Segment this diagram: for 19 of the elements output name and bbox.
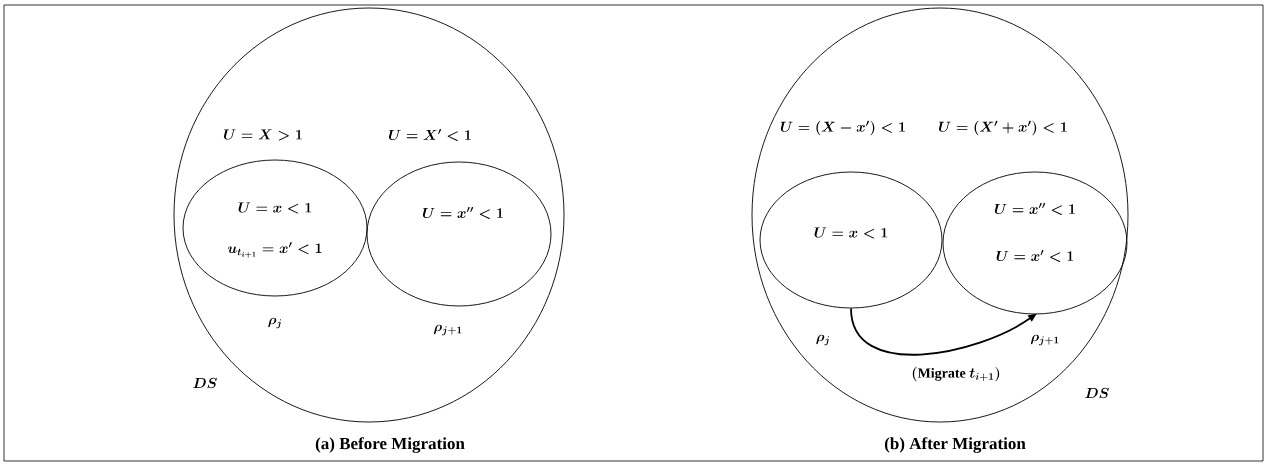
set-name: $\rho_{j}$: [268, 317, 281, 329]
utilization-formula: $U = X' < 1$: [389, 128, 471, 141]
utilization-formula: $U = x'' < 1$: [994, 202, 1075, 215]
utilization-formula: $U = (X' + x') < 1$: [939, 120, 1067, 136]
utilization-formula: $U = x < 1$: [238, 202, 312, 214]
set-name: $\rho_{j+1}$: [433, 324, 462, 336]
set-name: $DS$: [1085, 387, 1109, 399]
utilization-formula: $U = (X - x') < 1$: [780, 120, 905, 136]
panel-caption: (b) After Migration: [884, 437, 1026, 453]
utilization-formula: $U = X > 1$: [223, 129, 302, 141]
utilization-formula: $U = x < 1$: [814, 227, 888, 239]
set-name: $\rho_{j+1}$: [1030, 334, 1059, 346]
set-name: $\rho_{j}$: [816, 334, 829, 346]
edge-label: $(\mathrm{Migrate}\ t_{i+1})$: [910, 365, 1002, 383]
utilization-formula: $U = x'' < 1$: [422, 206, 503, 219]
set-name: $DS$: [193, 377, 217, 389]
utilization-formula: $u_{t_{i+1}} = x' < 1$: [227, 242, 322, 258]
utilization-formula: $U = x' < 1$: [996, 249, 1074, 262]
panel-caption: (a) Before Migration: [315, 437, 465, 453]
